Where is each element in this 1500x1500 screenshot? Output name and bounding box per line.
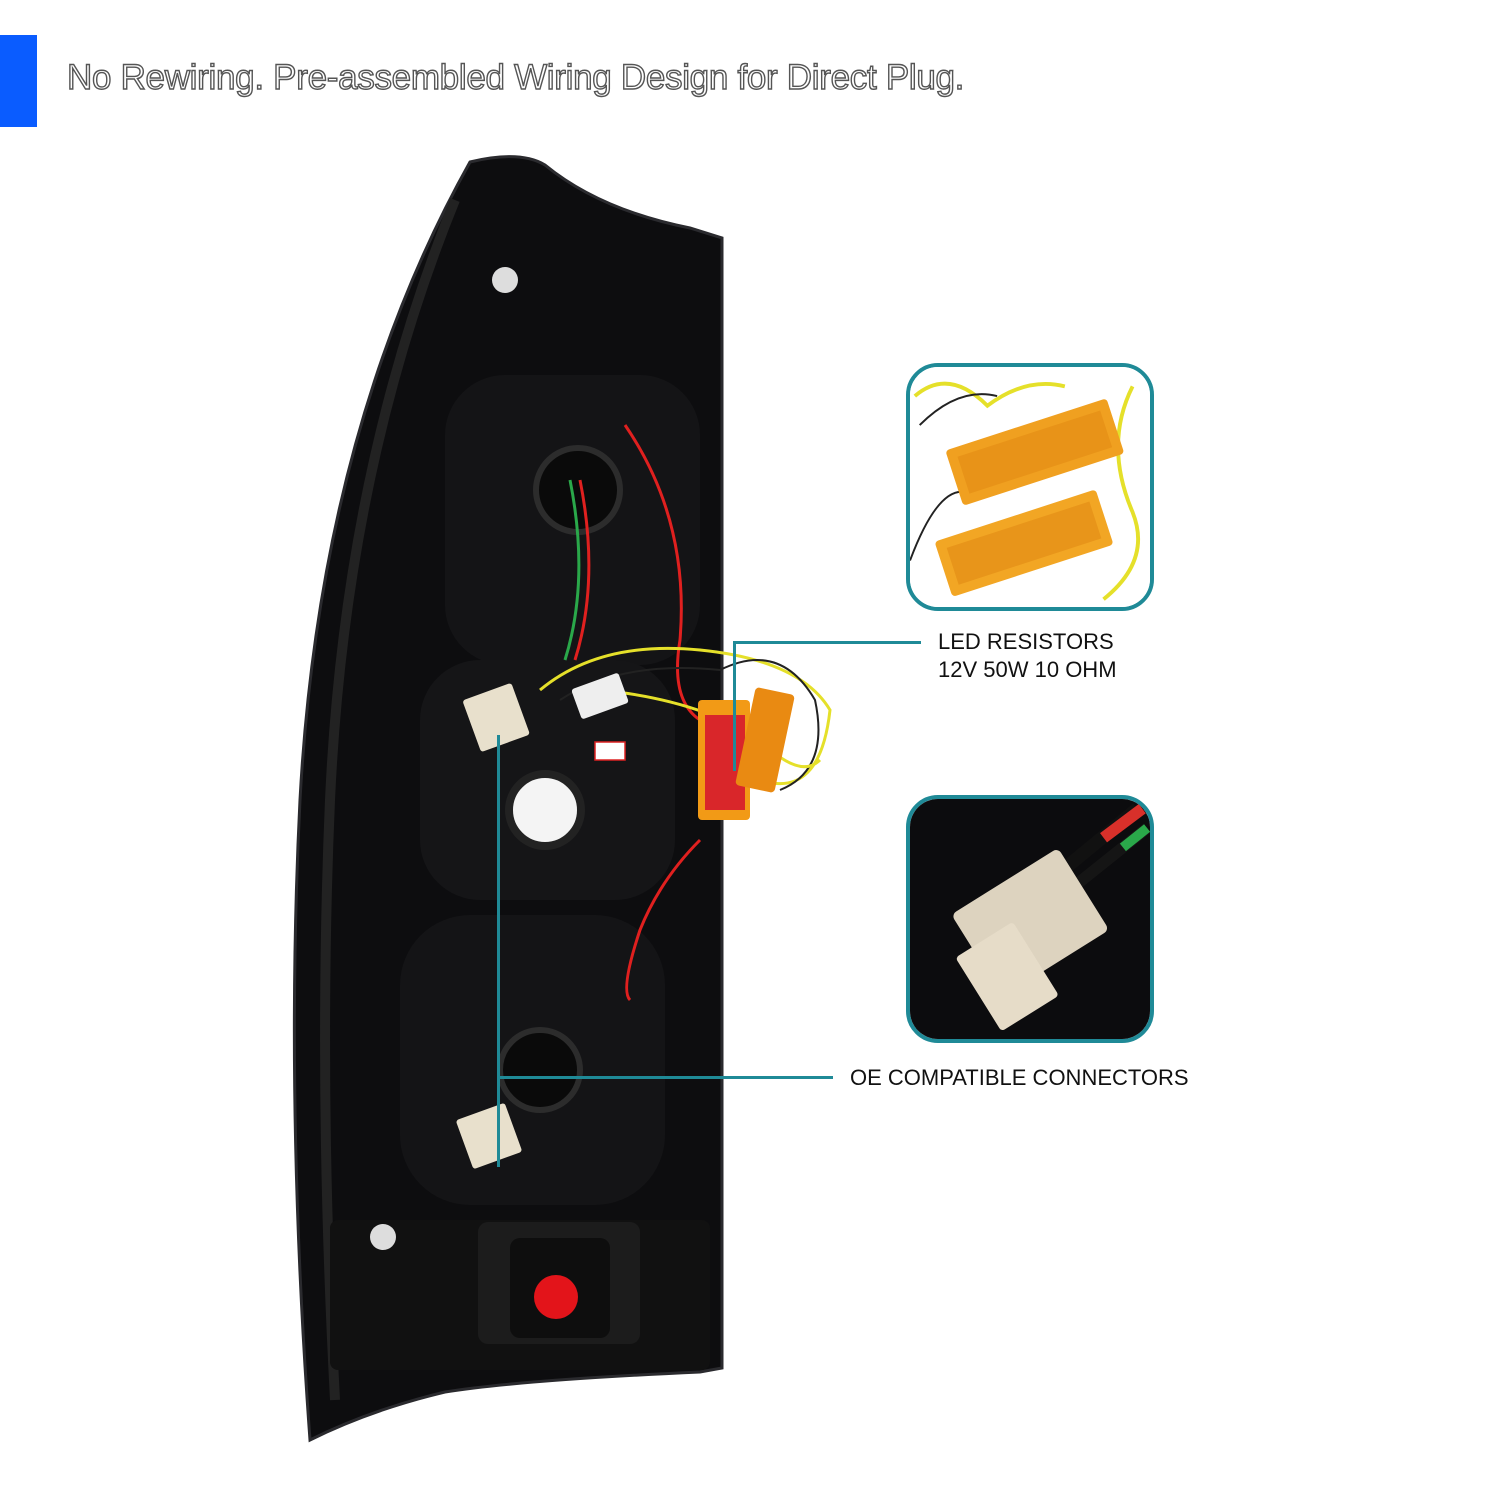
resistor-label: LED RESISTORS 12V 50W 10 OHM (938, 628, 1117, 684)
resistor-callout-horizontal (735, 641, 921, 644)
accent-bar (0, 35, 37, 127)
connector-label: OE COMPATIBLE CONNECTORS (850, 1065, 1189, 1090)
resistor-label-line2: 12V 50W 10 OHM (938, 657, 1117, 682)
resistor-closeup-image (910, 367, 1150, 607)
resistor-closeup-inset (906, 363, 1154, 611)
connector-callout-horizontal (497, 1076, 833, 1079)
connector-closeup-inset (906, 795, 1154, 1043)
resistor-callout-vertical (733, 641, 736, 771)
connector-callout-vertical (497, 735, 500, 1167)
resistor-label-line1: LED RESISTORS (938, 629, 1114, 654)
connector-closeup-image (910, 799, 1150, 1039)
headline: No Rewiring. Pre-assembled Wiring Design… (66, 57, 965, 97)
